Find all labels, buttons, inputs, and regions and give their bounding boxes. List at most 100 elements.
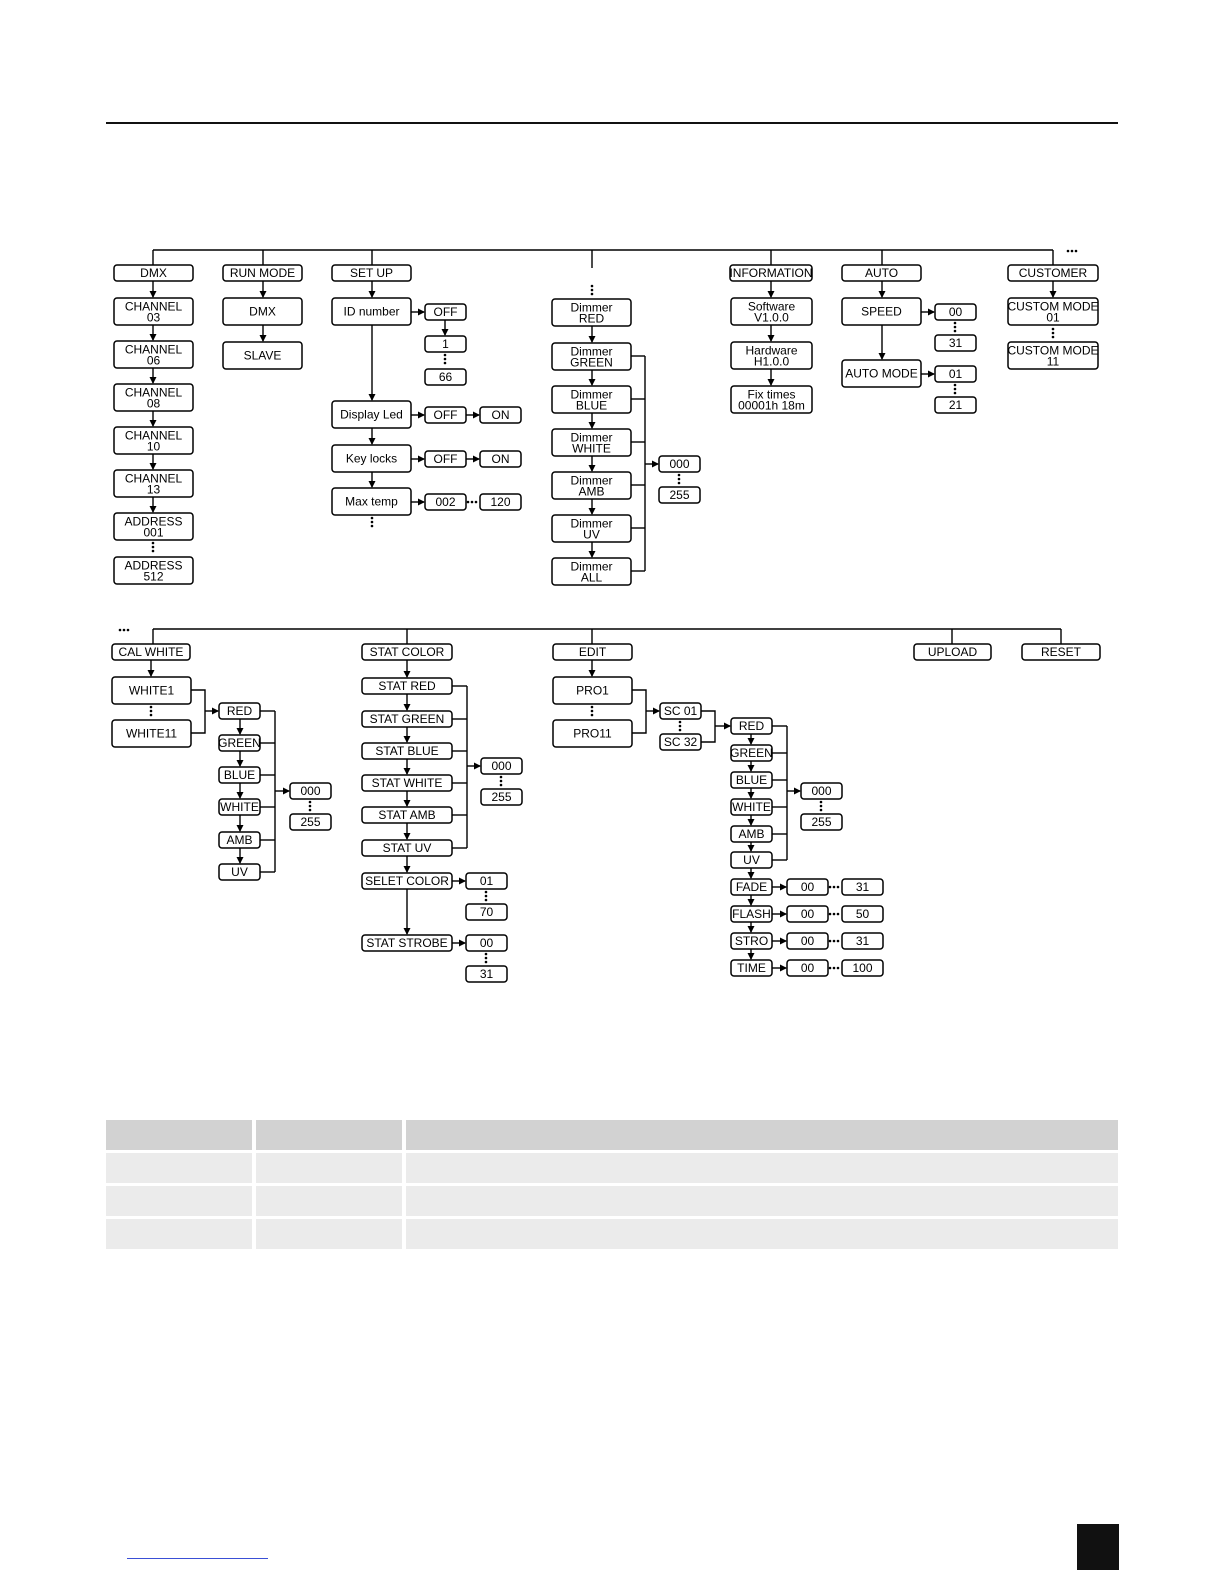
menu-node-calwhite: CAL WHITE — [111, 643, 191, 661]
menu-node-dim-255: 255 — [658, 486, 701, 504]
node-label: ADDRESS — [124, 515, 182, 529]
node-label: 03 — [147, 311, 161, 325]
table-header-row — [106, 1120, 1118, 1150]
table-cell — [106, 1186, 256, 1216]
node-label: STRO — [735, 934, 768, 948]
node-label: CHANNEL — [125, 386, 183, 400]
menu-node-dl-on: ON — [479, 406, 522, 424]
ellipsis-dot — [308, 800, 312, 804]
menu-node-edit: EDIT — [552, 643, 633, 661]
node-label: RESET — [1041, 645, 1082, 659]
node-label: Max temp — [345, 495, 398, 509]
node-label: ALL — [581, 571, 603, 585]
menu-node-stat-white: STAT WHITE — [361, 774, 453, 792]
menu-node-white11: WHITE11 — [111, 719, 192, 748]
menu-node-stro-31: 31 — [841, 932, 884, 950]
menu-node-sc-255: 255 — [480, 788, 523, 806]
table-cell — [256, 1186, 406, 1216]
menu-node-ed-uv: UV — [730, 851, 773, 869]
ellipsis-dot — [819, 808, 823, 812]
menu-node-am-21: 21 — [934, 396, 977, 414]
ellipsis-dot — [677, 477, 681, 481]
ellipsis-dot — [308, 804, 312, 808]
menu-node-dmx: DMX — [113, 264, 194, 282]
ellipsis-dot — [953, 329, 957, 333]
menu-node-cw-000: 000 — [289, 782, 332, 800]
node-label: CHANNEL — [125, 429, 183, 443]
node-label: CUSTOMER — [1019, 266, 1088, 280]
table-cell — [406, 1153, 1118, 1183]
table-cell — [406, 1186, 1118, 1216]
menu-node-keylocks: Key locks — [331, 444, 412, 473]
menu-node-statcolor: STAT COLOR — [361, 643, 453, 661]
page-number-block — [1077, 1524, 1119, 1570]
ellipsis-dot — [590, 284, 594, 288]
node-label: Dimmer — [571, 301, 613, 315]
node-label: 01 — [949, 367, 963, 381]
menu-node-sc-000: 000 — [480, 757, 523, 775]
node-label: AMB — [226, 833, 252, 847]
node-label: AMB — [738, 827, 764, 841]
node-label: UV — [583, 528, 600, 542]
ellipsis-dot — [836, 966, 840, 970]
footer-link-underline[interactable] — [127, 1558, 268, 1559]
node-label: ON — [492, 452, 510, 466]
ellipsis-dot — [443, 357, 447, 361]
ellipsis-dot — [1051, 335, 1055, 339]
menu-node-cw-255: 255 — [289, 813, 332, 831]
node-label: OFF — [434, 305, 458, 319]
ellipsis-dot — [149, 705, 153, 709]
menu-node-kl-off: OFF — [424, 450, 467, 468]
menu-node-time-100: 100 — [841, 959, 884, 977]
menu-node-stro: STRO — [730, 932, 773, 950]
ellipsis-dot — [499, 779, 503, 783]
menu-node-mt-120: 120 — [479, 493, 522, 511]
node-label: AUTO MODE — [845, 367, 917, 381]
node-label: 000 — [491, 759, 511, 773]
menu-node-fade-31: 31 — [841, 878, 884, 896]
node-label: BLUE — [736, 773, 767, 787]
ellipsis-dot — [953, 391, 957, 395]
menu-node-ed-white: WHITE — [730, 798, 773, 816]
node-label: DMX — [140, 266, 167, 280]
node-label: 10 — [147, 440, 161, 454]
node-label: 00 — [480, 936, 494, 950]
node-label: 002 — [435, 495, 455, 509]
ellipsis-dot — [1070, 249, 1074, 253]
node-label: RUN MODE — [230, 266, 295, 280]
ellipsis-dot — [953, 325, 957, 329]
node-label: STAT GREEN — [370, 712, 445, 726]
menu-node-id-off: OFF — [424, 303, 467, 321]
ellipsis-dot — [484, 960, 488, 964]
menu-node-white1: WHITE1 — [111, 676, 192, 705]
ellipsis-dot — [828, 966, 832, 970]
connector-line — [191, 689, 206, 734]
ellipsis-dot — [590, 292, 594, 296]
table-row — [106, 1219, 1118, 1249]
node-label: BLUE — [576, 399, 607, 413]
table-header-cell — [256, 1120, 406, 1150]
menu-node-runmode: RUN MODE — [222, 264, 303, 282]
ellipsis-dot — [677, 473, 681, 477]
node-label: DMX — [249, 305, 276, 319]
node-label: CHANNEL — [125, 300, 183, 314]
node-label: Dimmer — [571, 517, 613, 531]
node-label: 70 — [480, 905, 494, 919]
connector-line — [632, 689, 647, 734]
menu-node-dl-off: OFF — [424, 406, 467, 424]
ellipsis-dot — [1051, 331, 1055, 335]
node-label: SPEED — [861, 305, 902, 319]
menu-node-sp-00: 00 — [934, 303, 977, 321]
menu-node-pro1: PRO1 — [552, 676, 633, 705]
menu-node-rm-slave: SLAVE — [222, 341, 303, 370]
ellipsis-dot — [678, 720, 682, 724]
ellipsis-dot — [590, 709, 594, 713]
ellipsis-dot — [122, 628, 126, 632]
node-label: SET UP — [350, 266, 393, 280]
node-label: 00 — [801, 961, 815, 975]
node-label: STAT UV — [383, 841, 432, 855]
